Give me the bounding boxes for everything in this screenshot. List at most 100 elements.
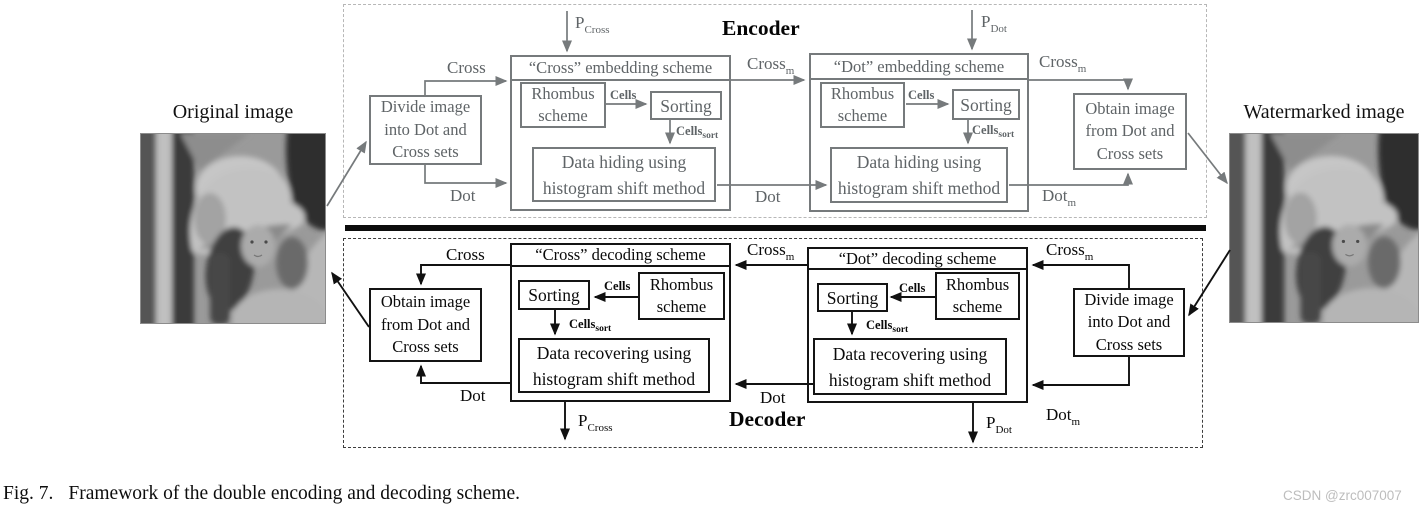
label-cells-encoder-2: Cells [908, 88, 935, 102]
label-cross-m-decoder-right: Crossm [1046, 240, 1094, 263]
box-line: into Dot and [384, 119, 467, 139]
box-line: from Dot and [381, 314, 470, 334]
label-text: Cross [1039, 52, 1078, 71]
decoder-data-recovering-box-1: Data recovering using histogram shift me… [518, 338, 710, 393]
label-text: Cells [676, 124, 703, 138]
label-dot-m-encoder-right: Dotm [1042, 186, 1076, 209]
label-cells-sort-encoder-1: Cellssort [676, 124, 719, 141]
box-line: Rhombus [830, 83, 895, 103]
encoder-rhombus-box-2: Rhombus scheme [820, 82, 905, 128]
section-divider-bar [345, 225, 1206, 231]
box-line: Cross sets [1096, 143, 1164, 163]
decoder-rhombus-box-1: Rhombus scheme [638, 272, 725, 320]
label-subscript: sort [892, 325, 909, 335]
label-p-dot-out: PDot [986, 413, 1012, 436]
label-dot-encoder-mid: Dot [755, 187, 781, 206]
label-p-cross-in: PCross [575, 13, 610, 36]
encoder-cross-scheme-box: “Cross” embedding scheme [510, 55, 731, 211]
box-line: Sorting [660, 95, 712, 116]
encoder-sorting-box-1: Sorting [650, 91, 722, 120]
label-dot-m-decoder-right: Dotm [1046, 405, 1080, 428]
original-image [140, 133, 326, 324]
decoder-divide-box: Divide image into Dot and Cross sets [1073, 288, 1185, 357]
encoder-region [343, 4, 1207, 218]
label-cross-encoder-left: Cross [447, 58, 486, 77]
box-line: Sorting [528, 285, 580, 305]
box-line: Sorting [960, 94, 1012, 115]
box-line: Data hiding using [856, 152, 982, 172]
box-line: Rhombus [531, 83, 595, 103]
label-cross-m-encoder-mid: Crossm [747, 54, 795, 77]
box-line: histogram shift method [542, 177, 706, 198]
figure-caption: Fig. 7.Framework of the double encoding … [3, 483, 520, 505]
box-line: scheme [952, 297, 1003, 316]
box-line: Rhombus [649, 274, 714, 294]
encoder-data-hiding-box-2: Data hiding using histogram shift method [830, 147, 1008, 203]
label-text: Cross [1046, 240, 1085, 259]
label-subscript: m [1084, 251, 1094, 263]
label-subscript: sort [595, 324, 612, 334]
label-dot-decoder-left: Dot [460, 386, 486, 405]
decoder-dot-scheme-box: “Dot” decoding scheme [807, 247, 1028, 403]
label-cells-encoder-1: Cells [610, 88, 637, 102]
box-line: Sorting [826, 287, 879, 308]
decoder-cross-scheme-header: “Cross” decoding scheme [512, 245, 729, 267]
decoder-cross-scheme-box: “Cross” decoding scheme [510, 243, 731, 402]
label-cells-sort-decoder-1: Cellssort [569, 317, 612, 334]
label-text: Cross [747, 54, 786, 73]
label-subscript: m [1077, 63, 1087, 75]
box-line: scheme [538, 106, 588, 125]
csdn-watermark: CSDN @zrc007007 [1283, 488, 1402, 503]
label-subscript: Cross [587, 422, 613, 434]
box-line: Data recovering using [536, 342, 692, 363]
decoder-region [343, 238, 1203, 448]
label-subscript: Dot [995, 424, 1012, 436]
box-line: Obtain image [380, 292, 471, 312]
box-line: Rhombus [945, 274, 1010, 294]
label-dot-encoder-left: Dot [450, 186, 476, 205]
box-line: histogram shift method [837, 178, 1001, 198]
label-cells-decoder-2: Cells [899, 281, 926, 295]
label-text: Cells [569, 317, 596, 331]
box-line: Data hiding using [561, 151, 687, 172]
label-text: P [575, 13, 585, 32]
box-line: Cross sets [1095, 334, 1163, 354]
box-line: into Dot and [1087, 312, 1171, 332]
label-text: Cells [972, 123, 999, 137]
label-subscript: m [785, 65, 795, 77]
label-text: Cross [747, 240, 786, 259]
encoder-title: Encoder [722, 16, 800, 40]
decoder-obtain-box: Obtain image from Dot and Cross sets [369, 288, 482, 362]
box-line: Divide image [1084, 289, 1174, 309]
encoder-sorting-box-2: Sorting [952, 89, 1020, 120]
box-line: histogram shift method [828, 369, 992, 390]
label-subscript: m [785, 251, 795, 263]
label-subscript: sort [702, 131, 719, 141]
label-text: P [578, 411, 588, 430]
encoder-data-hiding-box-1: Data hiding using histogram shift method [532, 147, 716, 202]
decoder-dot-scheme-header: “Dot” decoding scheme [809, 249, 1026, 270]
original-image-label: Original image [172, 101, 294, 123]
watermarked-image-label: Watermarked image [1243, 101, 1405, 123]
label-text: P [981, 12, 991, 31]
decoder-title: Decoder [729, 407, 806, 431]
box-line: Divide image [380, 97, 471, 117]
figure-caption-tag: Fig. 7. [3, 483, 54, 504]
encoder-dot-scheme-box: “Dot” embedding scheme [809, 53, 1029, 212]
label-subscript: sort [998, 130, 1015, 140]
decoder-data-recovering-box-2: Data recovering using histogram shift me… [813, 338, 1007, 395]
label-cells-decoder-1: Cells [604, 279, 631, 293]
encoder-rhombus-box-1: Rhombus scheme [520, 82, 606, 128]
encoder-divide-box: Divide image into Dot and Cross sets [369, 95, 482, 165]
label-text: Cells [866, 318, 893, 332]
label-cross-decoder-left: Cross [446, 245, 485, 264]
box-line: scheme [837, 106, 888, 125]
box-line: Cross sets [392, 142, 459, 162]
watermarked-image [1229, 133, 1419, 323]
label-p-cross-out: PCross [578, 411, 613, 434]
label-text: Dot [1046, 405, 1072, 424]
label-dot-decoder-mid: Dot [760, 388, 786, 407]
box-line: from Dot and [1085, 121, 1175, 141]
label-p-dot-in: PDot [981, 12, 1007, 35]
